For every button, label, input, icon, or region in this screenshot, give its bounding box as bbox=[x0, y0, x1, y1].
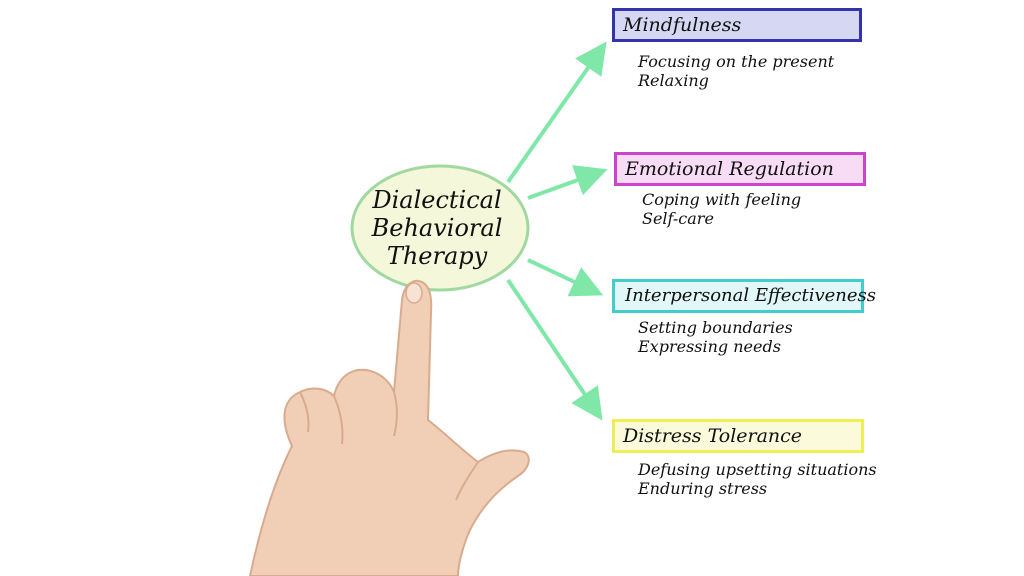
center-topic-label: Dialectical Behavioral Therapy bbox=[352, 186, 522, 270]
detail-item: Setting boundaries bbox=[638, 318, 793, 337]
arrow-to-mindfulness bbox=[506, 41, 607, 184]
branch-box-interpersonal-effectiveness: Interpersonal Effectiveness bbox=[612, 279, 876, 313]
branch-box-mindfulness: Mindfulness bbox=[612, 8, 862, 42]
branch-details-mindfulness: Focusing on the present Relaxing bbox=[638, 52, 834, 90]
arrow-to-interpersonal-effectiveness bbox=[527, 258, 604, 297]
branch-title: Interpersonal Effectiveness bbox=[625, 285, 877, 306]
branch-details-interpersonal-effectiveness: Setting boundaries Expressing needs bbox=[638, 318, 793, 356]
detail-item: Focusing on the present bbox=[638, 52, 835, 71]
detail-item: Enduring stress bbox=[638, 479, 768, 498]
arrow-to-distress-tolerance bbox=[506, 278, 603, 421]
detail-item: Self-care bbox=[642, 209, 714, 228]
branch-box-distress-tolerance: Distress Tolerance bbox=[612, 419, 864, 453]
detail-item: Relaxing bbox=[638, 71, 709, 90]
branch-title: Distress Tolerance bbox=[623, 425, 803, 447]
detail-item: Expressing needs bbox=[638, 337, 781, 356]
detail-item: Coping with feeling bbox=[642, 190, 802, 209]
center-line-3: Therapy bbox=[386, 242, 488, 270]
branch-box-emotional-regulation: Emotional Regulation bbox=[614, 152, 866, 186]
branch-details-distress-tolerance: Defusing upsetting situations Enduring s… bbox=[638, 460, 877, 498]
branch-details-emotional-regulation: Coping with feeling Self-care bbox=[642, 190, 801, 228]
branch-title: Emotional Regulation bbox=[625, 158, 834, 180]
pointing-hand-illustration bbox=[248, 279, 530, 576]
center-line-1: Dialectical bbox=[372, 186, 502, 214]
detail-item: Defusing upsetting situations bbox=[638, 460, 877, 479]
branch-title: Mindfulness bbox=[623, 14, 742, 36]
center-line-2: Behavioral bbox=[371, 214, 503, 242]
center-ellipse bbox=[350, 164, 530, 292]
arrow-to-emotional-regulation bbox=[527, 165, 608, 200]
